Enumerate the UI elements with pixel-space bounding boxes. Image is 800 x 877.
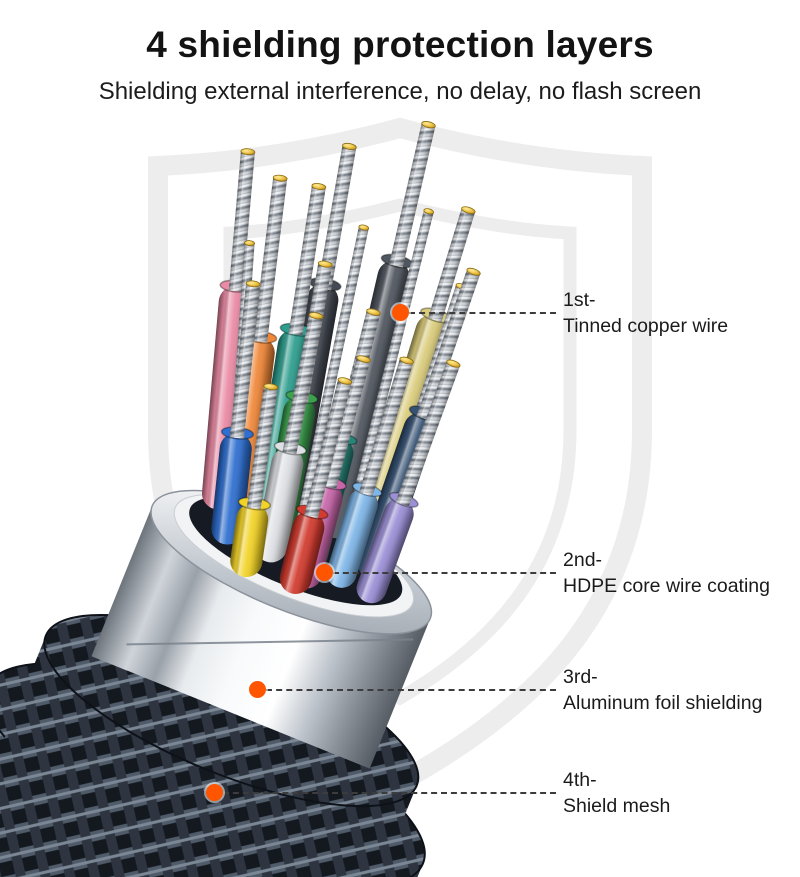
- wire: [326, 356, 414, 588]
- callout-order: 1st-: [563, 289, 596, 311]
- callout-line: [409, 312, 556, 314]
- callout-label: Tinned copper wire: [563, 315, 729, 337]
- wire: [255, 312, 324, 563]
- callout-label: Shield mesh: [563, 795, 671, 817]
- callout-text: 2nd- HDPE core wire coating: [563, 547, 798, 599]
- callout-order: 4th-: [563, 769, 597, 791]
- callout-line: [266, 689, 556, 691]
- callout-text: 4th- Shield mesh: [563, 767, 798, 819]
- wire: [291, 224, 370, 546]
- callout-label: Aluminum foil shielding: [563, 692, 763, 714]
- callout-order: 3rd-: [563, 666, 598, 688]
- wire: [356, 359, 461, 604]
- wire-bundle: [202, 121, 481, 604]
- callout-dot: [392, 304, 409, 321]
- callout-dot: [206, 784, 223, 801]
- wire: [211, 280, 261, 545]
- page-subtitle: Shielding external interference, no dela…: [98, 78, 702, 105]
- callout-line: [223, 792, 556, 794]
- header: 4 shielding protection layers Shielding …: [0, 0, 800, 106]
- wire: [230, 383, 279, 578]
- wire: [279, 377, 353, 594]
- callout-line: [333, 572, 556, 574]
- callout-dot: [316, 564, 333, 581]
- callout-label: HDPE core wire coating: [563, 575, 770, 597]
- wire: [338, 208, 435, 557]
- page-title: 4 shielding protection layers: [146, 24, 654, 65]
- callout-order: 2nd-: [563, 549, 603, 571]
- cable: [0, 121, 481, 877]
- callout-text: 1st- Tinned copper wire: [563, 287, 798, 339]
- callout-dot: [249, 681, 266, 698]
- callout-text: 3rd- Aluminum foil shielding: [563, 664, 798, 716]
